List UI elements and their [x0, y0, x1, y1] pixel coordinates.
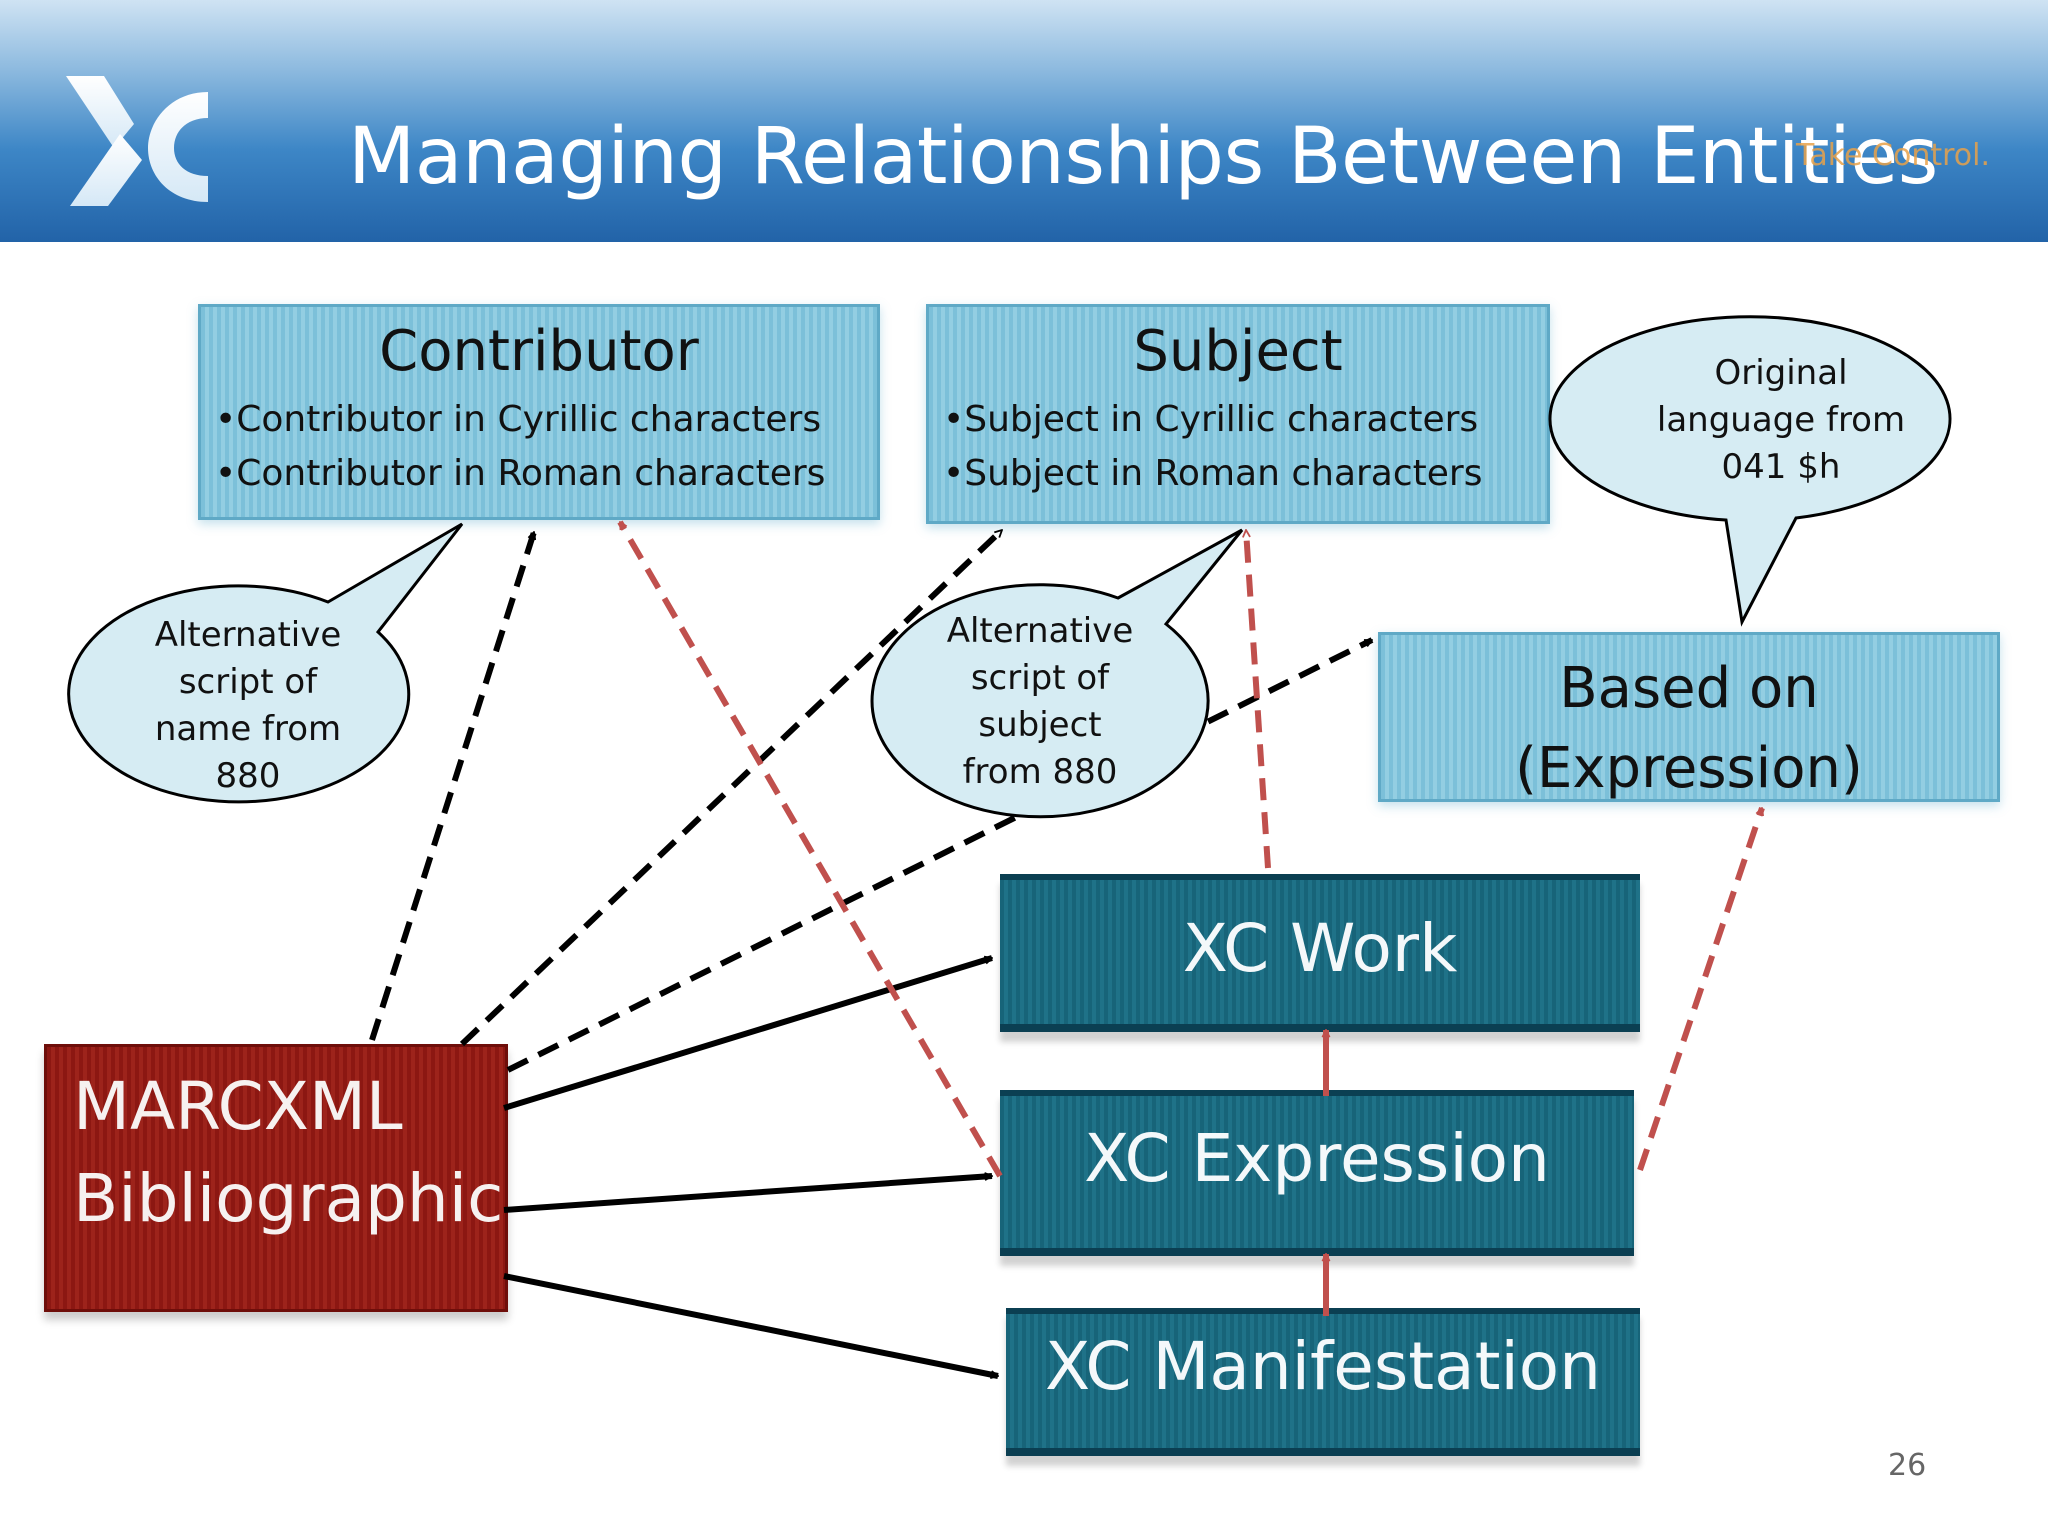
- slide-title: Managing Relationships Between Entities: [348, 112, 1938, 202]
- marcxml-box: MARCXML Bibliographic: [44, 1044, 508, 1312]
- callout-line: script of: [970, 658, 1110, 698]
- red-dashed-arrow-work-to-subject: [1246, 530, 1271, 869]
- arrow-marcxml-to-work: [503, 955, 992, 1111]
- xc-manifestation-box: XC Manifestation: [1006, 1308, 1640, 1456]
- callout-line: Alternative: [154, 615, 342, 655]
- callout-line: script of: [178, 662, 318, 702]
- arrow-marcxml-to-manifestation: [503, 1273, 998, 1376]
- dashed-arrow-marcxml-to-contributor: [369, 532, 537, 1041]
- callout-line: name from: [154, 709, 342, 749]
- contributor-box: Contributor Contributor in Cyrillic char…: [198, 304, 880, 520]
- xc-work-box: XC Work: [1000, 874, 1640, 1032]
- dashed-arrow-marcxml-to-based-on: [506, 637, 1372, 1073]
- based-on-box: Based on (Expression): [1378, 632, 2000, 802]
- red-dashed-arrow-expression-to-contributor: [617, 522, 1003, 1178]
- based-on-sublabel: (Expression): [1515, 736, 1863, 801]
- xc-expression-box: XC Expression: [1000, 1090, 1634, 1256]
- callout-line: from 880: [962, 752, 1118, 792]
- callout-line: Original: [1714, 353, 1848, 393]
- callout-alt-name: [67, 522, 464, 804]
- callout-alt-subject: [870, 528, 1244, 819]
- subject-bullet: Subject in Roman characters: [943, 447, 1547, 501]
- marcxml-sublabel: Bibliographic: [73, 1160, 504, 1237]
- based-on-label: Based on: [1559, 656, 1819, 721]
- brand-tagline: Take Control.: [1796, 138, 1991, 173]
- callout-line: 041 $h: [1721, 447, 1841, 487]
- page-number: 26: [1888, 1448, 1927, 1483]
- contributor-title: Contributor: [379, 319, 699, 384]
- contributor-bullet: Contributor in Cyrillic characters: [215, 393, 877, 447]
- callout-original-language-text: Original language from 041 $h: [1626, 350, 1936, 491]
- callout-original-language: [1548, 315, 1952, 627]
- contributor-bullet: Contributor in Roman characters: [215, 447, 877, 501]
- callout-line: subject: [978, 705, 1102, 745]
- xc-logo-icon: [66, 76, 208, 206]
- subject-bullet: Subject in Cyrillic characters: [943, 393, 1547, 447]
- callout-line: 880: [215, 756, 281, 796]
- red-dashed-arrow-expression-to-based-on: [1637, 808, 1765, 1171]
- subject-title: Subject: [1133, 319, 1343, 384]
- dashed-arrow-marcxml-to-subject: [459, 527, 1005, 1047]
- callout-alt-name-text: Alternative script of name from 880: [98, 612, 398, 800]
- xc-manifestation-label: XC Manifestation: [1044, 1328, 1601, 1405]
- xc-expression-label: XC Expression: [1084, 1120, 1550, 1197]
- subject-bullets: Subject in Cyrillic characters Subject i…: [929, 393, 1547, 501]
- callout-line: Alternative: [946, 611, 1134, 651]
- callout-alt-subject-text: Alternative script of subject from 880: [890, 608, 1190, 796]
- callout-line: language from: [1656, 400, 1906, 440]
- subject-box: Subject Subject in Cyrillic characters S…: [926, 304, 1550, 524]
- contributor-bullets: Contributor in Cyrillic characters Contr…: [201, 393, 877, 501]
- arrow-marcxml-to-expression: [503, 1176, 992, 1213]
- slide-header: [0, 0, 2048, 242]
- xc-work-label: XC Work: [1182, 910, 1458, 987]
- marcxml-label: MARCXML: [73, 1068, 403, 1145]
